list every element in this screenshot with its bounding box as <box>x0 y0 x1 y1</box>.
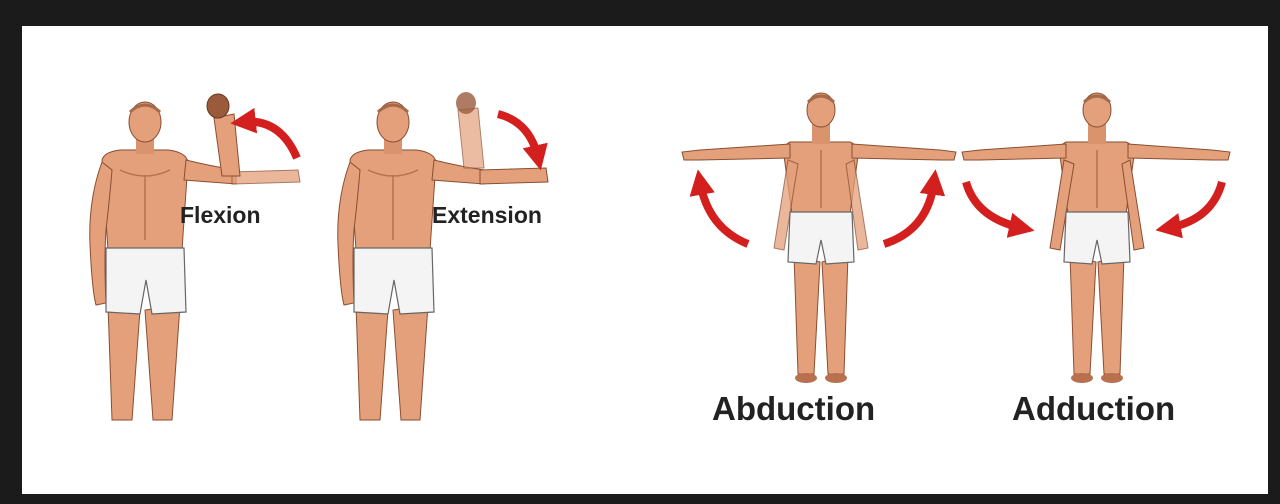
abduction-label: Abduction <box>712 390 875 428</box>
extension-label: Extension <box>432 202 542 229</box>
extension-figure <box>338 92 548 420</box>
adduction-figure <box>962 93 1230 383</box>
flexion-label: Flexion <box>180 202 261 229</box>
flexion-figure <box>90 94 300 420</box>
adduction-label: Adduction <box>1012 390 1175 428</box>
abduction-figure <box>682 93 956 383</box>
